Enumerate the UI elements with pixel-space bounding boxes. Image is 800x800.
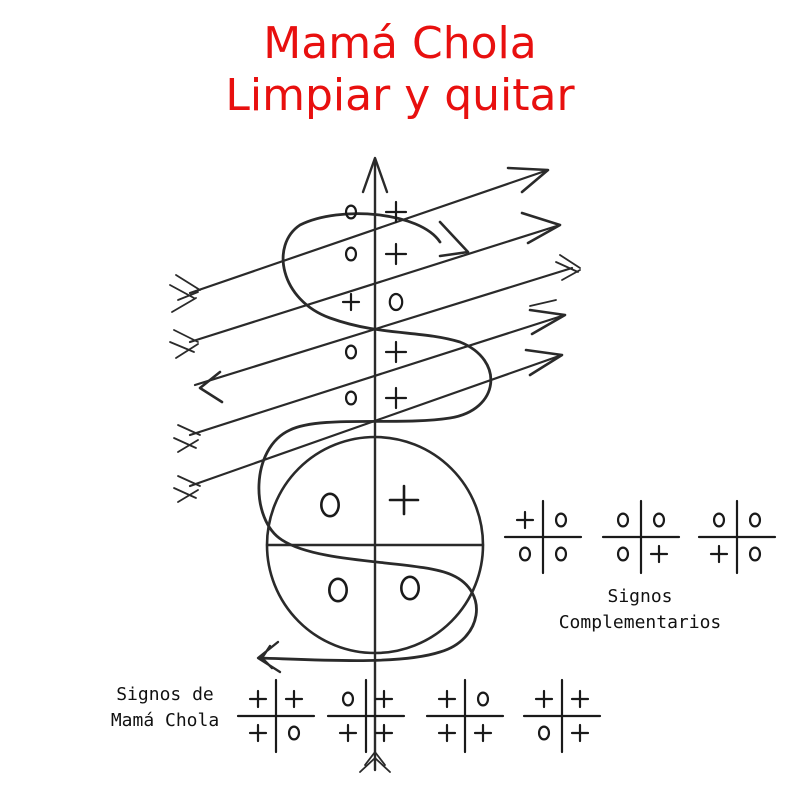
mama-grid-0 [236,678,316,754]
arrow-shaft-1 [188,168,550,295]
spine-sign-left-3-circle [344,344,358,360]
mama-grid-2-sign-1-circle [476,691,490,707]
fletching-4 [173,475,201,503]
spine-sign-left-4-circle [344,390,358,406]
spine-sign-left-1-circle [344,246,358,262]
complementary-grid-1-sign-3-plus [649,544,669,564]
complementary-grid-1-sign-2-circle [616,546,630,562]
spine-top-arrow [361,156,389,194]
mama-grid-3-sign-1-plus [570,689,590,709]
spine-sign-right-1-plus [384,242,408,266]
circle-sign-3-circle [400,575,420,601]
spine-bottom-roots [359,751,391,773]
arrow-head-3 [528,308,567,336]
circle-signs [320,484,420,603]
spine-sign-left-0-circle [344,204,358,220]
mama-grid-1-sign-2-plus [338,723,358,743]
fletching-5 [555,254,581,281]
spine-sign-right-0-plus [384,200,408,224]
mama-grid-1-sign-3-plus [374,723,394,743]
complementary-grid-0-sign-3-circle [554,546,568,562]
spine-sign-right-3-plus [384,340,408,364]
arrow-head-4 [524,348,564,377]
mama-caption-line-1: Signos de [116,684,214,705]
complementary-signs-caption: Signos Complementarios [520,584,760,636]
diagonal-arrows [188,168,574,488]
fletching-2 [169,329,199,359]
circle-sign-2-circle [328,577,348,603]
complementary-grid-0-sign-0-plus [515,510,535,530]
mama-grid-0-sign-2-plus [248,723,268,743]
arrow-head-1 [506,166,550,194]
arrow-shaft-4 [188,313,567,437]
complementary-grid-2-sign-1-circle [748,512,762,528]
complementary-caption-line-2: Complementarios [558,612,722,633]
title-line-2: Limpiar y quitar [225,70,575,121]
complementary-grid-0-sign-2-circle [518,546,532,562]
fletching-1 [169,274,201,313]
left-arrowhead [198,370,224,404]
circle-sign-0-circle [320,492,340,518]
mama-grid-2-sign-0-plus [437,689,457,709]
mama-chola-signs-caption: Signos de Mamá Chola [80,682,250,734]
spine-sign-right-2-circle [388,292,404,312]
complementary-signs [503,499,777,575]
mama-grid-2 [425,678,505,754]
mama-caption-line-2: Mamá Chola [110,710,220,731]
mama-grid-0-sign-1-plus [284,689,304,709]
mama-grid-0-sign-0-plus [248,689,268,709]
arrow-shaft-3 [193,266,574,387]
fletching-3 [173,424,201,453]
arrow-heads [438,166,567,377]
mama-grid-3-sign-0-plus [534,689,554,709]
title-line-1: Mamá Chola [263,18,537,69]
mama-grid-2-sign-3-plus [473,723,493,743]
complementary-grid-1-sign-0-circle [616,512,630,528]
arrow-head-5 [438,220,470,258]
mama-grid-1-sign-1-plus [374,689,394,709]
mama-grid-2-sign-2-plus [437,723,457,743]
spine-sign-left-2-plus [341,292,361,312]
complementary-grid-2-sign-2-plus [709,544,729,564]
complementary-grid-2-sign-3-circle [748,546,762,562]
complementary-grid-0-sign-1-circle [554,512,568,528]
fletching-6 [529,299,557,307]
complementary-caption-line-1: Signos [607,586,673,607]
complementary-grid-1 [601,499,681,575]
serpent-curve [257,212,493,663]
mama-grid-1 [326,678,406,754]
mama-chola-signs [236,678,602,754]
spine-sign-right-4-plus [384,386,408,410]
serpent-tail-head [256,640,282,674]
arrow-fletchings [169,254,581,503]
arrow-head-2 [520,211,562,245]
mama-grid-3-sign-2-circle [537,725,551,741]
spine-signs [341,200,408,410]
mama-grid-3 [522,678,602,754]
complementary-grid-0 [503,499,583,575]
mama-grid-3-sign-3-plus [570,723,590,743]
complementary-grid-2 [697,499,777,575]
mama-grid-1-sign-0-circle [341,691,355,707]
circle-sign-1-plus [388,484,420,516]
complementary-grid-2-sign-0-circle [712,512,726,528]
complementary-grid-1-sign-1-circle [652,512,666,528]
mama-grid-0-sign-3-circle [287,725,301,741]
